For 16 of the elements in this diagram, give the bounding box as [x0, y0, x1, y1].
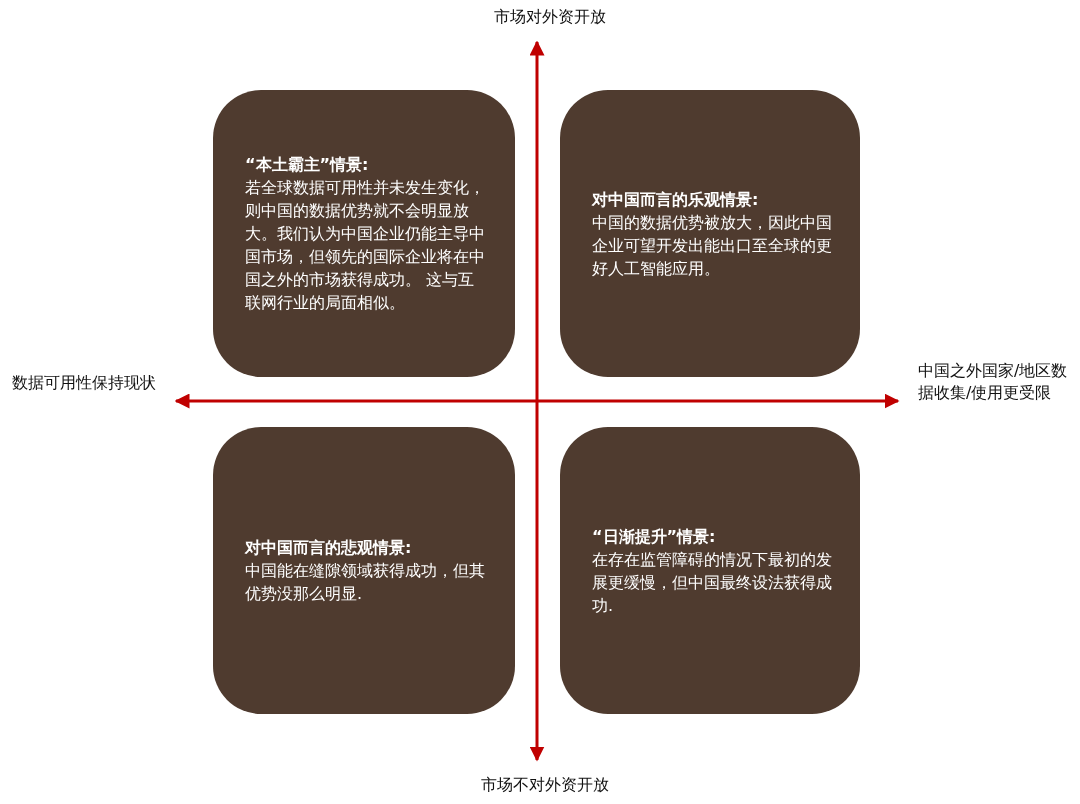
scenario-description: 中国的数据优势被放大，因此中国企业可望开发出能出口至全球的更好人工智能应用。	[592, 211, 832, 280]
scenario-card	[213, 90, 515, 377]
axis-label: 市场不对外资开放	[480, 774, 610, 796]
scenario-card	[213, 427, 515, 714]
axis-label: 市场对外资开放	[493, 6, 607, 28]
scenario-card	[560, 427, 860, 714]
scenario-heading: “日渐提升”情景:	[592, 525, 717, 548]
scenario-heading: 对中国而言的乐观情景:	[592, 188, 760, 211]
axis-label: 数据可用性保持现状	[12, 372, 157, 394]
scenario-card	[560, 90, 860, 377]
scenario-heading: 对中国而言的悲观情景:	[245, 537, 413, 559]
scenario-heading: “本土霸主”情景:	[245, 154, 370, 176]
scenario-description: 中国能在缝隙领域获得成功，但其优势没那么明显.	[245, 560, 486, 605]
axis-label: 中国之外国家/地区数据收集/使用更受限	[918, 360, 1068, 404]
scenario-description: 若全球数据可用性并未发生变化，则中国的数据优势就不会明显放大。我们认为中国企业仍能主导中国市场，但领先的国际企业将在中国之外的市场获得成功。 这与互联网行业的局面相似。	[245, 177, 486, 314]
scenario-description: 在存在监管障碍的情况下最初的发展更缓慢，但中国最终设法获得成功.	[592, 548, 832, 617]
